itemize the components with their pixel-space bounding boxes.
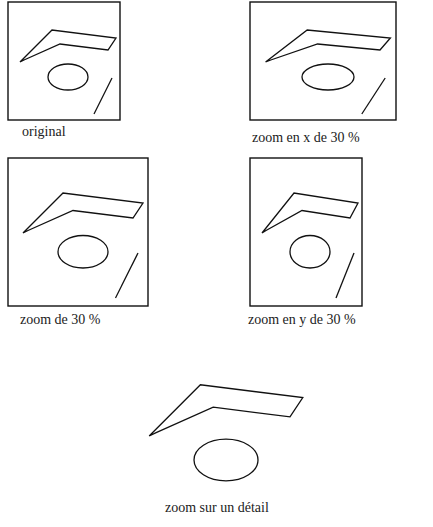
original-panel [8, 2, 120, 120]
zoom-y-panel [250, 158, 362, 306]
zoom-x-panel [250, 2, 396, 120]
caption: zoom en x de 30 % [252, 130, 360, 146]
zoom-panel [8, 158, 148, 306]
caption: zoom de 30 % [20, 312, 100, 328]
caption: zoom en y de 30 % [248, 312, 356, 328]
caption: zoom sur un détail [165, 500, 269, 516]
caption: original [22, 124, 66, 140]
detail-panel [149, 385, 303, 481]
